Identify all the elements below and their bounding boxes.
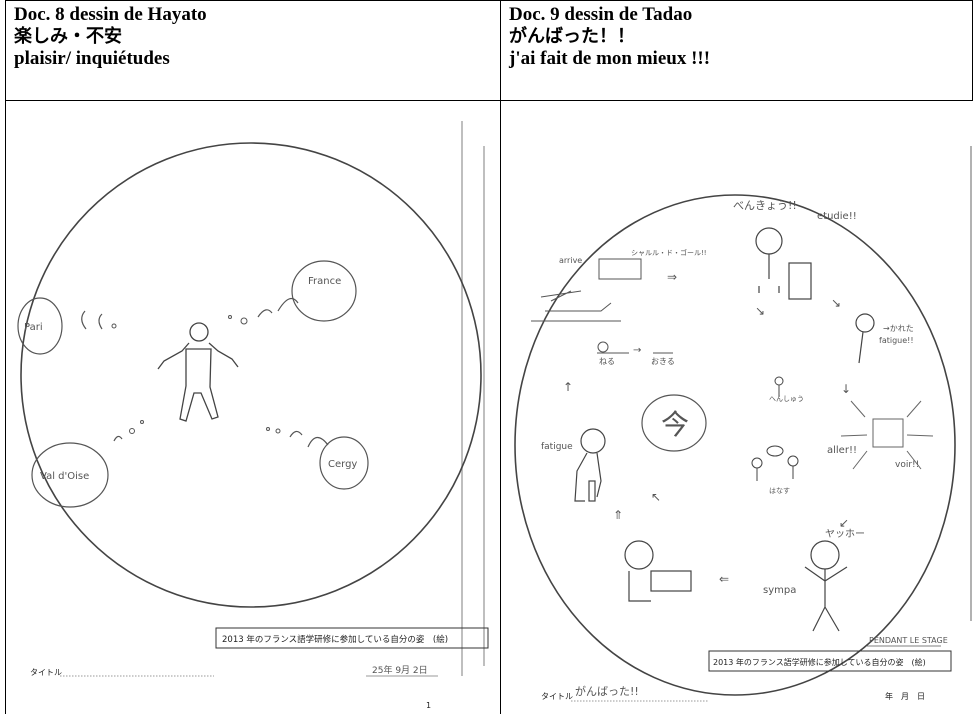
left-french-caption: plaisir/ inquiétudes: [14, 48, 170, 69]
svg-text:↘: ↘: [831, 296, 841, 310]
word-aller: aller!!: [827, 445, 857, 456]
right-stamp: 2013 年のフランス語学研修に参加している自分の姿 (絵): [713, 657, 926, 667]
left-stamp: 2013 年のフランス語学研修に参加している自分の姿 (絵): [222, 634, 448, 645]
word-yahho: ヤッホー: [825, 528, 865, 540]
word-ima: 今: [661, 408, 689, 441]
building-drawing: [840, 400, 934, 470]
svg-text:⇑: ⇑: [613, 508, 623, 522]
column-divider: [500, 0, 501, 714]
right-date: 年 月 日: [885, 691, 925, 701]
svg-text:↑: ↑: [563, 380, 573, 394]
word-val-doise: Val d'Oise: [40, 471, 89, 482]
word-okiru: おきる: [651, 357, 675, 366]
svg-text:⇐: ⇐: [719, 572, 729, 586]
right-japanese-caption: がんばった！！: [509, 26, 635, 47]
right-caption: Doc. 9 dessin de Tadao がんばった！！ j'ai fait…: [509, 4, 710, 70]
svg-text:↖: ↖: [651, 490, 661, 504]
talking-figures: [751, 445, 799, 481]
tired-figure: [855, 313, 875, 364]
word-fatigue-right: fatigue!!: [879, 336, 914, 345]
word-arrive: arrive: [559, 256, 582, 265]
header-divider: [5, 100, 973, 101]
svg-text:↘: ↘: [755, 304, 765, 318]
right-title-value: がんばった!!: [575, 684, 639, 698]
word-neru: ねる: [599, 357, 615, 366]
right-title-label: タイトル: [541, 692, 573, 701]
left-page-number: 1: [426, 701, 431, 710]
word-charles-de-gaulle: シャルル・ド・ゴール!!: [631, 248, 707, 257]
word-france: France: [308, 276, 341, 287]
word-etudie: etudie!!: [817, 211, 857, 222]
desk-figure: [624, 540, 692, 602]
left-date: 25年 9月 2日: [372, 664, 428, 676]
word-hanasu: はなす: [769, 487, 790, 495]
word-fatigue-left: fatigue: [541, 442, 573, 452]
person-figure: [157, 322, 239, 422]
word-pari: Pari: [24, 322, 43, 333]
svg-text:→: →: [633, 345, 641, 356]
studying-figure: [755, 227, 812, 300]
svg-text:⇒: ⇒: [667, 270, 677, 284]
word-henshuu: へんしゅう: [769, 395, 804, 403]
left-ellipse: [20, 142, 482, 608]
left-drawing-svg: Pari France Val d'Oise Cergy 2013 年のフランス…: [17, 121, 489, 710]
word-sympa: sympa: [763, 585, 796, 596]
left-title-label: タイトル: [30, 668, 62, 677]
fatigue-figure: [574, 428, 606, 502]
right-ellipse: [514, 194, 956, 696]
word-pendant-le-stage: PENDANT LE STAGE: [869, 636, 948, 645]
word-cergy: Cergy: [328, 459, 357, 470]
right-drawing-scan: べんきょう!! etudie!! arrive シャルル・ド・ゴール!! ⇒ →…: [501, 101, 973, 714]
happy-figure: [804, 540, 848, 632]
left-japanese-caption: 楽しみ・不安: [14, 26, 122, 47]
svg-text:↙: ↙: [839, 516, 849, 530]
right-doc-title: Doc. 9 dessin de Tadao: [509, 4, 693, 25]
left-doc-title: Doc. 8 dessin de Hayato: [14, 4, 207, 25]
left-drawing-scan: Pari France Val d'Oise Cergy 2013 年のフランス…: [6, 101, 500, 714]
word-kareta: →かれた: [883, 324, 914, 333]
small-figure-center: [774, 376, 784, 397]
word-voir: voir!!: [895, 460, 919, 470]
svg-text:↓: ↓: [841, 382, 851, 396]
right-drawing-svg: べんきょう!! etudie!! arrive シャルル・ド・ゴール!! ⇒ →…: [514, 146, 972, 702]
right-french-caption: j'ai fait de mon mieux !!!: [509, 48, 711, 69]
left-caption: Doc. 8 dessin de Hayato 楽しみ・不安 plaisir/ …: [14, 4, 207, 70]
word-benkyou: べんきょう!!: [733, 199, 797, 212]
